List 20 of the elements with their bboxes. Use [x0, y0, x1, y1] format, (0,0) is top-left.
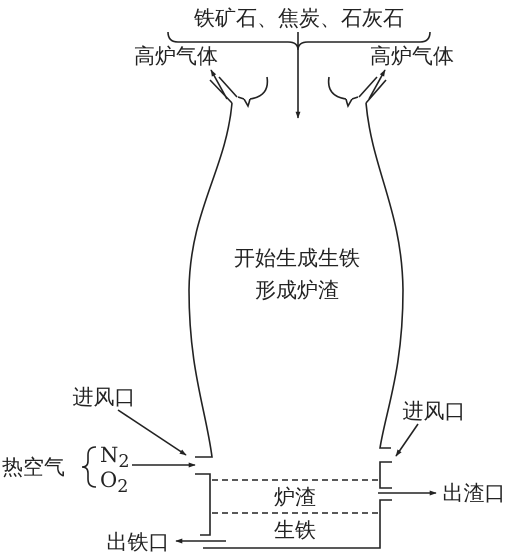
inlet-label: 进风口 [72, 385, 136, 409]
layer-label: 炉渣 [273, 484, 317, 508]
outlet-label: 出渣口 [442, 481, 506, 505]
hot-air-label: 热空气 [2, 455, 65, 479]
furnace-label: 形成炉渣 [254, 278, 340, 302]
arrow [368, 69, 386, 100]
arrow [378, 490, 437, 496]
material-label: 铁矿石、焦炭、石灰石 [193, 6, 405, 30]
arrow [175, 538, 226, 544]
furnace-label: 开始生成生铁 [233, 246, 361, 270]
arrow [395, 424, 419, 457]
arrow [296, 32, 300, 119]
arrow [210, 69, 228, 100]
outlet-label: 出铁口 [106, 530, 170, 554]
gas-label: 高炉气体 [133, 44, 219, 68]
arrow [132, 462, 196, 468]
layer-label: 生铁 [273, 518, 317, 542]
inlet-label: 进风口 [402, 399, 466, 423]
arrow [118, 409, 187, 456]
gas-label: 高炉气体 [369, 44, 455, 68]
